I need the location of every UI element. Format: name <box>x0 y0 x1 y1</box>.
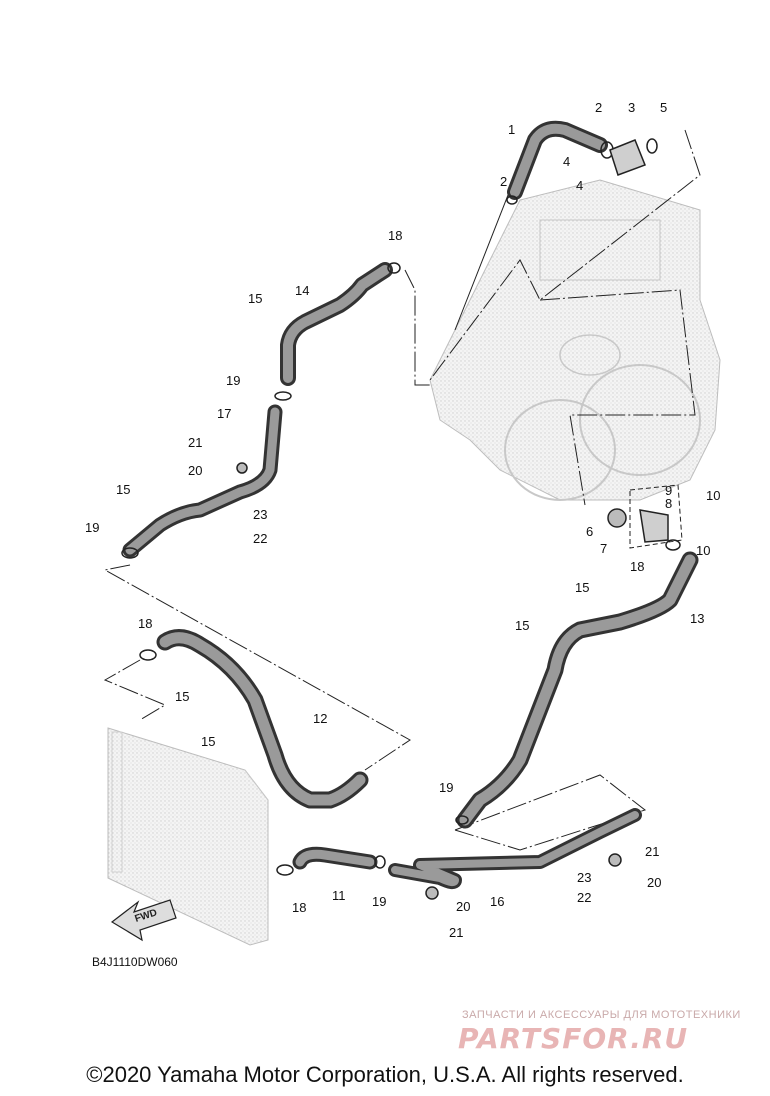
callout-label: 3 <box>628 100 635 115</box>
callout-label: 8 <box>665 496 672 511</box>
watermark-brand: PARTSFOR.RU <box>458 1022 688 1055</box>
callout-label: 18 <box>630 559 644 574</box>
callout-label: 23 <box>577 870 591 885</box>
callout-label: 20 <box>188 463 202 478</box>
callout-label: 5 <box>660 100 667 115</box>
callout-label: 20 <box>647 875 661 890</box>
callout-label: 12 <box>313 711 327 726</box>
callout-label: 21 <box>449 925 463 940</box>
callout-label: 15 <box>201 734 215 749</box>
callout-label: 4 <box>563 154 570 169</box>
watermark-tagline: ЗАПЧАСТИ И АКСЕССУАРЫ ДЛЯ МОТОТЕХНИКИ <box>462 1009 741 1021</box>
callout-label: 19 <box>226 373 240 388</box>
callout-label: 19 <box>439 780 453 795</box>
callout-label: 11 <box>332 888 346 903</box>
watermark: ЗАПЧАСТИ И АКСЕССУАРЫ ДЛЯ МОТОТЕХНИКИ PA… <box>458 1009 741 1055</box>
callout-label: 2 <box>500 174 507 189</box>
callout-label: 7 <box>600 541 607 556</box>
callout-label: 19 <box>85 520 99 535</box>
copyright-text: ©2020 Yamaha Motor Corporation, U.S.A. A… <box>86 1062 684 1087</box>
callout-label: 20 <box>456 899 470 914</box>
callout-label: 21 <box>645 844 659 859</box>
diagram-code: B4J1110DW060 <box>92 955 178 969</box>
callout-label: 2 <box>595 100 602 115</box>
callout-label: 15 <box>575 580 589 595</box>
callout-label: 22 <box>577 890 591 905</box>
callout-label: 17 <box>217 406 231 421</box>
callout-label: 4 <box>576 178 583 193</box>
callout-label: 9 <box>665 483 672 498</box>
callout-label: 1 <box>508 122 515 137</box>
callout-label: 13 <box>690 611 704 626</box>
callout-label: 6 <box>586 524 593 539</box>
leader-lines <box>103 129 701 851</box>
hoses <box>122 120 699 890</box>
callout-label: 10 <box>696 543 710 558</box>
callout-label: 15 <box>248 291 262 306</box>
callout-label: 15 <box>515 618 529 633</box>
callout-labels: 1 2 2 3 4 4 5 6 7 8 9 10 10 11 12 13 14 … <box>85 100 720 940</box>
callout-label: 18 <box>388 228 402 243</box>
callout-label: 18 <box>292 900 306 915</box>
radiator-illustration <box>107 727 269 946</box>
callout-label: 18 <box>138 616 152 631</box>
small-parts <box>121 138 681 900</box>
callout-label: 23 <box>253 507 267 522</box>
engine-illustration <box>429 179 721 501</box>
callout-label: 15 <box>175 689 189 704</box>
callout-label: 21 <box>188 435 202 450</box>
callout-label: 10 <box>706 488 720 503</box>
callout-label: 16 <box>490 894 504 909</box>
callout-label: 14 <box>295 283 309 298</box>
callout-label: 19 <box>372 894 386 909</box>
callout-label: 15 <box>116 482 130 497</box>
callout-label: 22 <box>253 531 267 546</box>
fwd-arrow: FWD <box>110 899 177 942</box>
